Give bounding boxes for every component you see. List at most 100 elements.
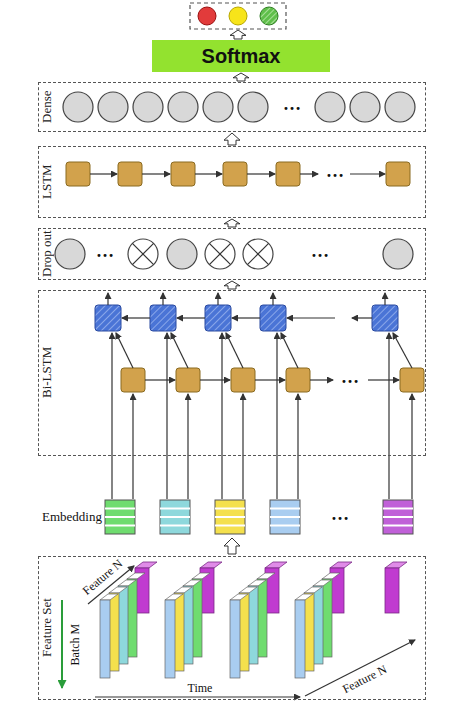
feature-slab — [239, 593, 249, 671]
flow-line — [145, 379, 175, 380]
backward-lstm-cell — [260, 305, 286, 331]
feature-slab-top — [295, 594, 313, 600]
dropout-unit — [383, 239, 413, 269]
embedding-stripe — [160, 508, 190, 510]
dropout-unit — [167, 239, 197, 269]
forward-lstm-cell — [176, 368, 200, 392]
embedding-vector — [270, 500, 300, 534]
flow-line — [209, 243, 230, 264]
flow-line — [90, 173, 117, 174]
embedding-stripe — [105, 525, 135, 527]
embedding-stripe — [160, 516, 190, 518]
feature-slab — [257, 579, 267, 657]
block-arrow — [224, 538, 240, 554]
dropped-unit — [128, 239, 158, 269]
flow-line — [388, 333, 389, 499]
backward-lstm-cell — [205, 305, 231, 331]
flow-line — [255, 379, 285, 380]
dense-layer: Dense — [38, 82, 426, 132]
block-arrow — [224, 219, 240, 227]
embedding-stripe — [215, 508, 245, 510]
softmax-box: Softmax — [152, 40, 330, 72]
flow-line — [232, 317, 260, 318]
flow-line — [352, 317, 372, 318]
output-class-red — [198, 7, 216, 25]
flow-line — [195, 173, 222, 174]
ellipsis: … — [331, 505, 349, 525]
feature-slab — [295, 600, 305, 678]
embedding-stripe — [270, 516, 300, 518]
dense-neuron — [238, 92, 268, 122]
dense-neuron — [98, 92, 128, 122]
feature-slab — [304, 593, 314, 671]
feature-slab-top — [265, 562, 287, 568]
feature-slab-top — [239, 587, 257, 593]
feature-slab — [118, 586, 128, 664]
feature-slab — [127, 579, 137, 657]
flow-line — [272, 293, 273, 305]
feature-slab-top — [183, 580, 201, 586]
dropped-unit — [243, 239, 273, 269]
flow-line — [247, 243, 268, 264]
flow-line — [142, 173, 170, 174]
output-box — [190, 3, 286, 29]
flow-line — [242, 394, 243, 499]
lstm-cell — [276, 162, 300, 186]
flow-line — [247, 243, 268, 264]
lstm-layer: LSTM — [38, 146, 426, 218]
block-arrow — [224, 281, 240, 289]
output-class-yellow — [229, 7, 247, 25]
feature-slab-top — [100, 594, 118, 600]
layer-label: LSTM — [40, 147, 60, 216]
axis-label: Feature N — [341, 662, 389, 695]
ellipsis: … — [311, 242, 329, 262]
embedding-stripe — [215, 525, 245, 527]
embedding-vector — [215, 500, 245, 534]
feature-slab-top — [257, 573, 275, 579]
embedding-stripe — [105, 516, 135, 518]
flow-line — [171, 333, 188, 368]
axis-label: Batch M — [69, 623, 82, 665]
feature-slab-top — [174, 587, 192, 593]
lstm-cell — [171, 162, 195, 186]
feature-slab-top — [330, 562, 352, 568]
layer-label: Bi-LSTM — [40, 291, 60, 454]
dense-neuron — [315, 92, 345, 122]
embedding-stripe — [270, 508, 300, 510]
dense-neuron — [385, 92, 415, 122]
feature-axis — [305, 640, 415, 696]
flow-line — [221, 333, 222, 499]
axis-label: Time — [188, 682, 213, 695]
feature-slab — [385, 568, 399, 613]
feature-slab-top — [200, 562, 222, 568]
flow-line — [368, 379, 399, 380]
block-arrow — [233, 73, 249, 81]
flow-line — [166, 333, 167, 499]
embedding-vector — [160, 500, 190, 534]
flow-line — [297, 394, 298, 499]
flow-line — [384, 293, 385, 305]
embedding-stripe — [383, 508, 413, 510]
feature-slab-top — [313, 580, 331, 586]
flow-line — [107, 293, 108, 305]
layer-label: Dense — [40, 83, 60, 130]
ellipsis: … — [283, 95, 301, 115]
feature-slab-top — [322, 573, 340, 579]
flow-line — [116, 333, 133, 368]
feature-slab — [174, 593, 184, 671]
feature-slab-top — [230, 594, 248, 600]
ellipsis: … — [96, 242, 114, 262]
dense-neuron — [168, 92, 198, 122]
forward-lstm-cell — [400, 368, 424, 392]
feature-slab — [100, 600, 110, 678]
embedding-vector — [383, 500, 413, 534]
flow-line — [111, 333, 112, 499]
flow-line — [276, 333, 277, 499]
feature-slab-top — [109, 587, 127, 593]
lstm-cell — [223, 162, 247, 186]
layer-title: Softmax — [202, 45, 281, 68]
block-arrow — [230, 30, 246, 39]
